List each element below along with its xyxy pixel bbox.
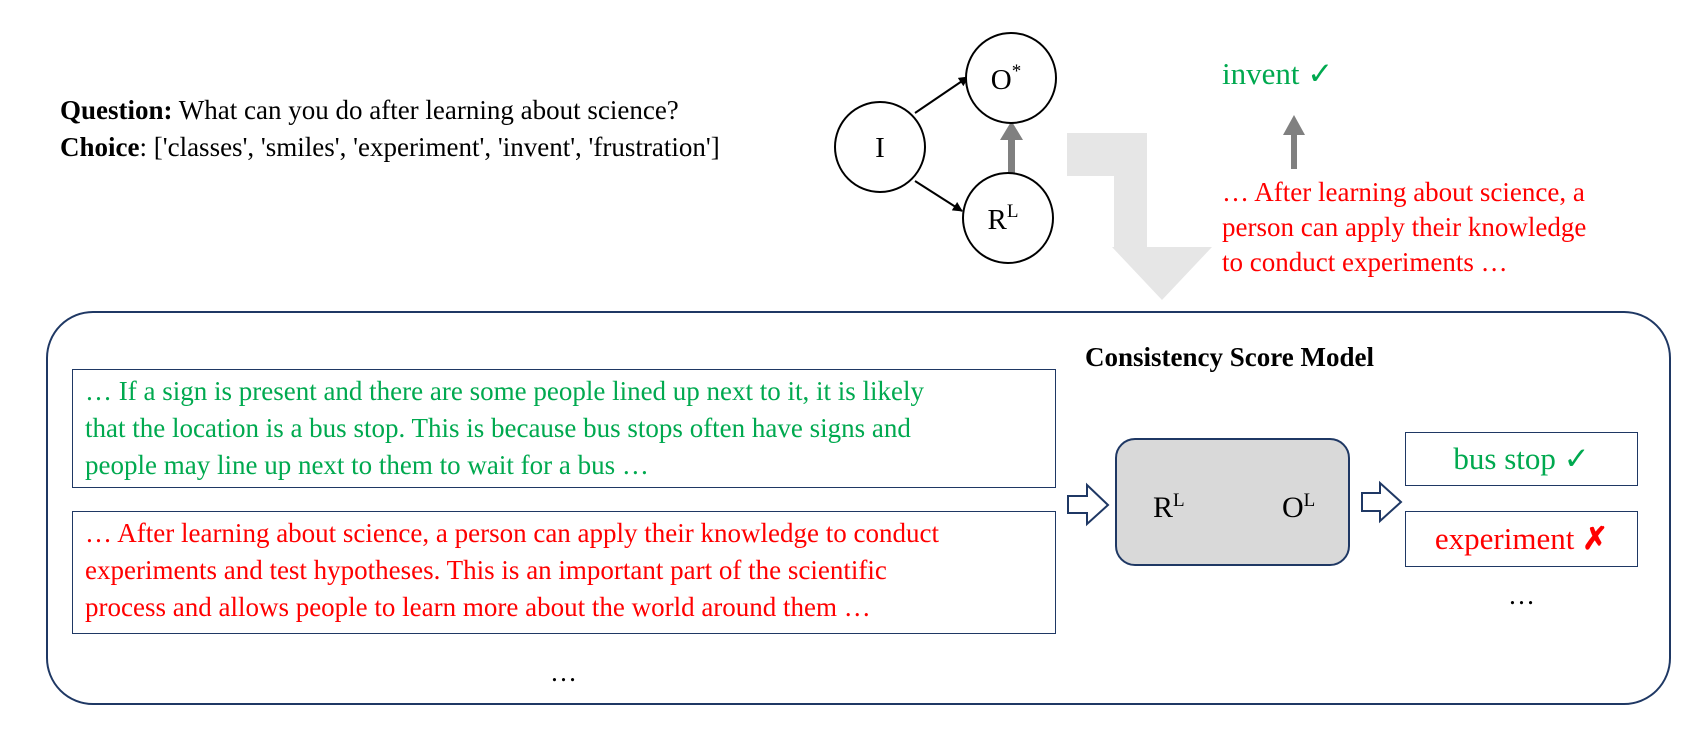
top-answer: invent ✓ bbox=[1222, 56, 1333, 92]
answer-box-incorrect: experiment ✗ bbox=[1405, 511, 1638, 567]
node-r-l: RL bbox=[962, 172, 1054, 264]
question-label: Question: bbox=[60, 95, 173, 125]
consistency-panel-frame bbox=[46, 311, 1671, 705]
top-rationale-line: to conduct experiments … bbox=[1222, 247, 1508, 277]
top-rationale-line: person can apply their knowledge bbox=[1222, 212, 1587, 242]
answer-label: experiment bbox=[1434, 521, 1575, 556]
model-input-label: RL bbox=[1153, 490, 1185, 524]
cross-icon: ✗ bbox=[1582, 521, 1609, 556]
rationale-ellipsis: … bbox=[550, 657, 577, 687]
edge-i-to-o bbox=[914, 76, 969, 114]
check-icon: ✓ bbox=[1307, 56, 1334, 91]
node-i: I bbox=[834, 101, 926, 193]
choice-label: Choice bbox=[60, 132, 140, 162]
question-line: Question: What can you do after learning… bbox=[60, 92, 679, 128]
answer-ellipsis: … bbox=[1508, 580, 1535, 610]
model-to-answer-arrow bbox=[1361, 480, 1403, 524]
model-output-label: OL bbox=[1282, 490, 1316, 524]
question-text: What can you do after learning about sci… bbox=[178, 95, 679, 125]
invent-up-arrow bbox=[1283, 115, 1305, 169]
top-rationale: … After learning about science, a person… bbox=[1222, 175, 1586, 280]
node-r-l-label: RL bbox=[988, 201, 1019, 236]
rationale-line: … If a sign is present and there are som… bbox=[85, 376, 925, 406]
rationale-box-incorrect: … After learning about science, a person… bbox=[72, 511, 1056, 634]
rationale-line: people may line up next to them to wait … bbox=[85, 450, 649, 480]
big-flow-arrow bbox=[1067, 133, 1212, 300]
check-icon: ✓ bbox=[1563, 441, 1590, 476]
answer-box-correct: bus stop ✓ bbox=[1405, 432, 1638, 486]
rationale-line: that the location is a bus stop. This is… bbox=[85, 413, 911, 443]
choice-line: Choice: ['classes', 'smiles', 'experimen… bbox=[60, 129, 720, 165]
panel-title: Consistency Score Model bbox=[1085, 342, 1374, 372]
node-o-star: O* bbox=[965, 32, 1057, 124]
edge-r-to-o bbox=[1000, 121, 1023, 173]
rationale-to-model-arrow bbox=[1067, 482, 1110, 527]
node-i-label: I bbox=[875, 132, 885, 164]
top-answer-label: invent bbox=[1222, 56, 1300, 91]
edge-i-to-r bbox=[914, 180, 963, 212]
choice-text: : ['classes', 'smiles', 'experiment', 'i… bbox=[139, 132, 720, 162]
rationale-line: … After learning about science, a person… bbox=[85, 518, 939, 548]
answer-label: bus stop bbox=[1453, 441, 1556, 476]
top-rationale-line: … After learning about science, a bbox=[1222, 177, 1585, 207]
rationale-line: process and allows people to learn more … bbox=[85, 592, 871, 622]
rationale-box-correct: … If a sign is present and there are som… bbox=[72, 369, 1056, 488]
node-o-star-label: O* bbox=[991, 61, 1021, 96]
rationale-line: experiments and test hypotheses. This is… bbox=[85, 555, 887, 585]
consistency-model-box: RL OL bbox=[1115, 438, 1350, 566]
